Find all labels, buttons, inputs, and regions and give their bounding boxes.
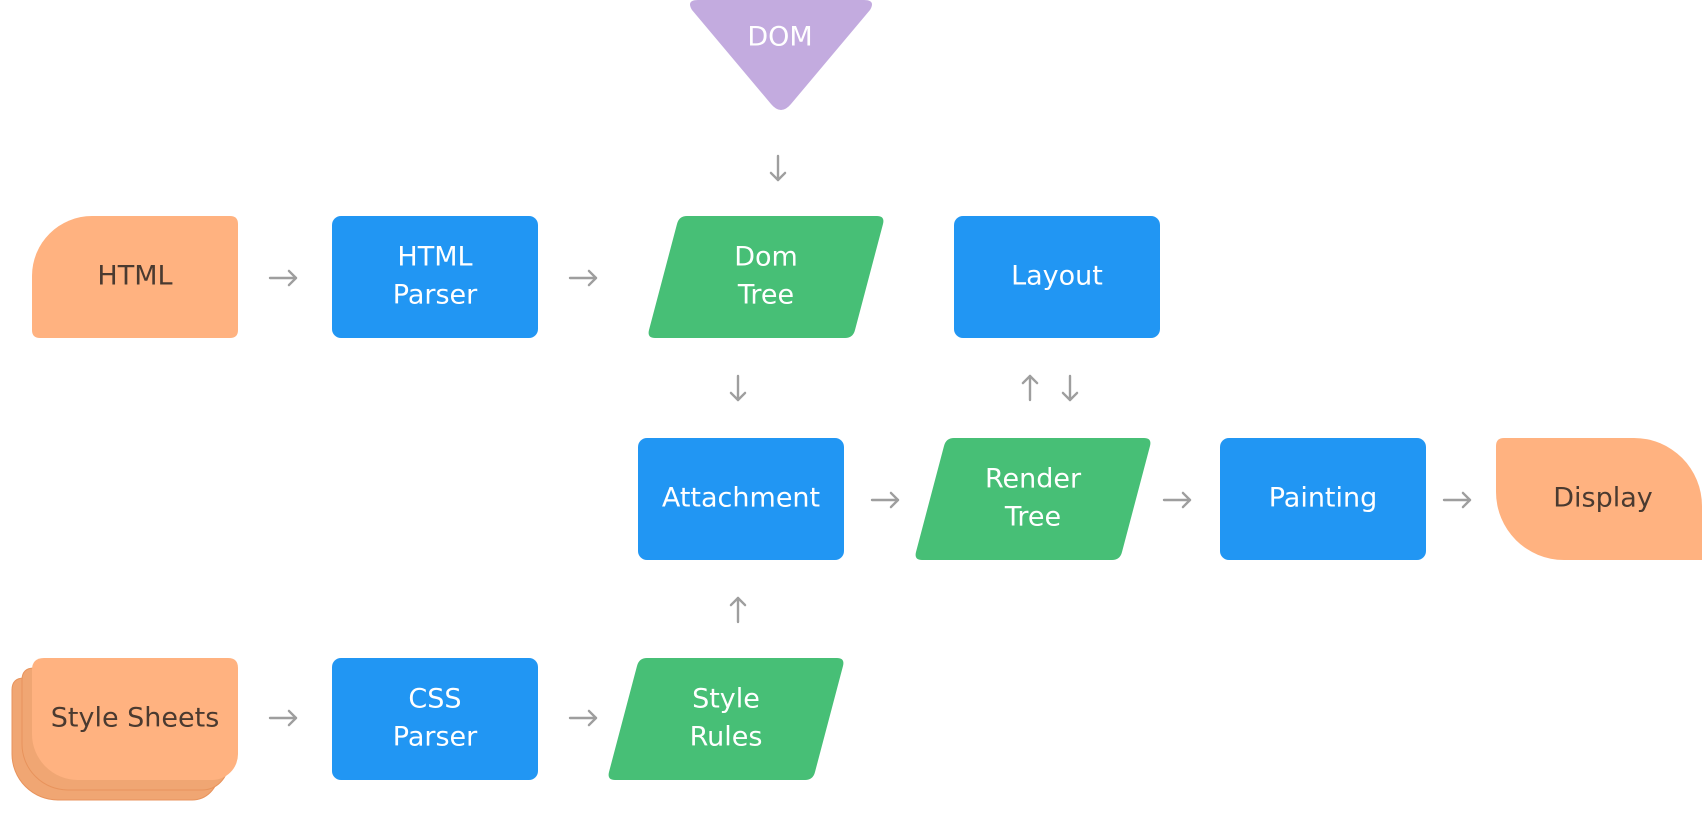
arrow-painting-to-display (1442, 491, 1472, 509)
node-display (1496, 438, 1702, 560)
arrow-html-parser-to-dom-tree (568, 269, 598, 287)
arrow-html-to-html-parser (268, 269, 298, 287)
arrow-render-tree-to-layout (1021, 374, 1039, 402)
node-style-sheets (11, 658, 238, 801)
node-label-style-rules-line-1: Style (692, 684, 760, 715)
node-style-rules (608, 658, 844, 780)
node-label-attachment-line-1: Attachment (662, 483, 820, 514)
arrow-dom-tree-to-attachment (729, 374, 747, 402)
node-label-html-parser-line-1: HTML (397, 242, 472, 273)
node-label-html-line-1: HTML (97, 261, 172, 292)
node-css-parser (332, 658, 538, 780)
arrow-attachment-to-render-tree (870, 491, 900, 509)
arrow-layout-to-render-tree (1061, 374, 1079, 402)
node-painting (1220, 438, 1426, 560)
node-label-css-parser-line-2: Parser (393, 722, 478, 753)
node-label-render-tree-line-2: Tree (1004, 502, 1061, 533)
node-html-parser (332, 216, 538, 338)
node-render-tree (915, 438, 1151, 560)
node-label-painting-line-1: Painting (1269, 483, 1378, 514)
node-dom (690, 0, 872, 110)
node-label-dom-tree-line-2: Tree (737, 280, 794, 311)
node-label-html-parser-line-2: Parser (393, 280, 478, 311)
arrow-render-tree-to-painting (1162, 491, 1192, 509)
node-label-display-line-1: Display (1553, 483, 1653, 514)
arrow-style-rules-to-attachment (729, 596, 747, 624)
arrow-css-parser-to-style-rules (568, 709, 598, 727)
arrow-style-sheets-to-css-parser (268, 709, 298, 727)
node-label-style-rules-line-2: Rules (690, 722, 763, 753)
node-label-css-parser-line-1: CSS (408, 684, 461, 715)
node-label-dom-tree-line-1: Dom (734, 242, 798, 273)
node-label-render-tree-line-1: Render (985, 464, 1082, 495)
node-label-dom-line-1: DOM (747, 22, 812, 53)
node-attachment (638, 438, 844, 560)
arrow-dom-to-dom-tree (769, 154, 787, 182)
node-layout (954, 216, 1160, 338)
node-html (32, 216, 238, 338)
node-dom-tree (648, 216, 884, 338)
node-label-layout-line-1: Layout (1011, 261, 1103, 292)
node-label-style-sheets-line-1: Style Sheets (51, 703, 220, 734)
